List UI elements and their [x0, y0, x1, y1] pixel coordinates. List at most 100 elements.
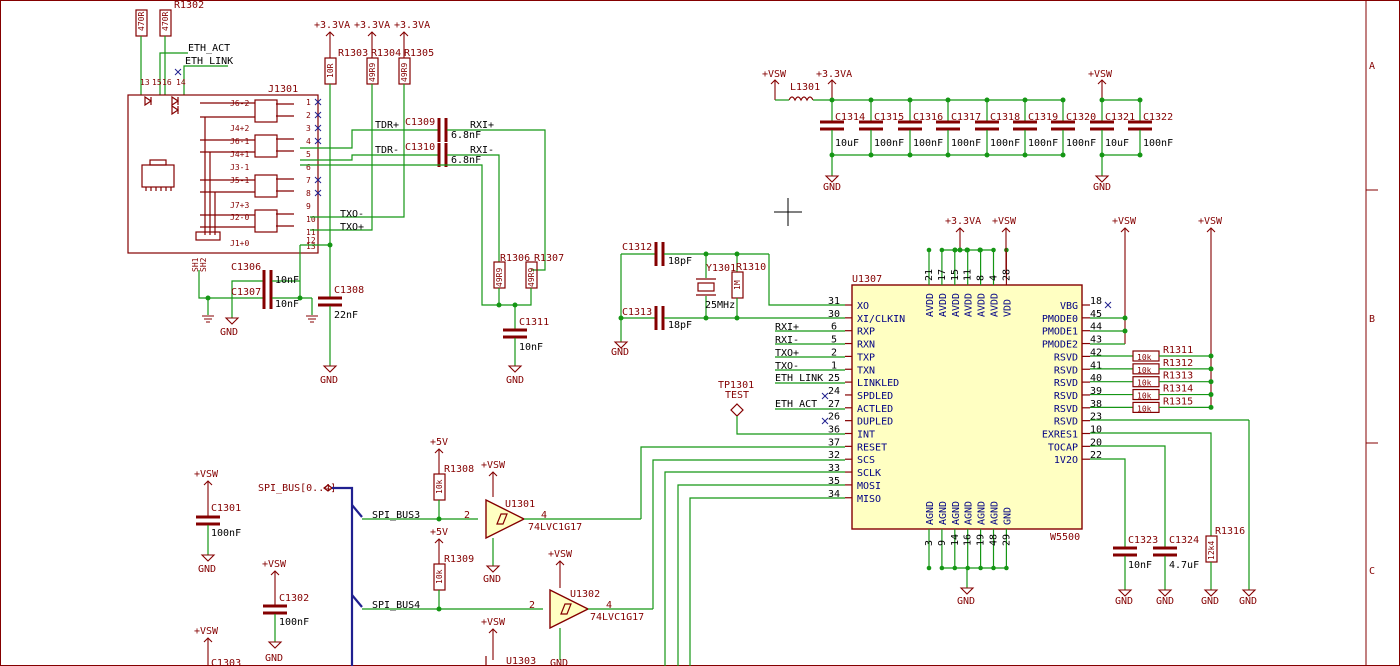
svg-text:2: 2	[529, 600, 535, 611]
r1305-resistor: +3.3VA 49R9 R1305	[310, 20, 434, 218]
svg-text:GND: GND	[198, 564, 216, 575]
u1307-pin-num: 9	[937, 540, 948, 546]
gnd-label-decoupling-2: GND	[1093, 182, 1111, 193]
r1311-ref: R1311	[1163, 345, 1193, 356]
u1307-pin-name: AVDD	[925, 293, 936, 317]
u1307-bottom-ground: GND	[942, 567, 1006, 607]
svg-text:18pF: 18pF	[668, 256, 692, 267]
u1307-right-pins: 18VBG45PMODE044PMODE143PMODE242RSVD41RSV…	[1042, 296, 1102, 466]
svg-text:14: 14	[176, 78, 186, 87]
svg-text:1: 1	[306, 98, 311, 107]
spi-bus-line	[332, 486, 354, 666]
net-label-spi3: SPI_BUS3	[372, 510, 420, 521]
u1307-pin-name: AVDD	[938, 293, 949, 317]
svg-text:100nF: 100nF	[211, 528, 241, 539]
u1307-pin-num: 41	[1090, 360, 1102, 371]
spi-bus-lines	[640, 446, 845, 666]
svg-text:10k: 10k	[435, 569, 444, 584]
svg-text:+VSW: +VSW	[1112, 216, 1137, 227]
decoupling-capacitors: C131410uFC1315100nFC1316100nFC1317100nFC…	[820, 97, 1173, 158]
svg-text:+VSW: +VSW	[481, 460, 506, 471]
r1310-resistor: 1M R1310	[731, 254, 766, 318]
c1316-value: 100nF	[913, 138, 943, 149]
svg-text:4: 4	[306, 137, 311, 146]
svg-text:6.8nF: 6.8nF	[451, 130, 481, 141]
u1307-pin-name: ACTLED	[857, 404, 893, 415]
u1307-pin-name: 1V2O	[1054, 455, 1078, 466]
svg-text:13: 13	[140, 78, 150, 87]
svg-text:+3.3VA: +3.3VA	[354, 20, 390, 31]
u1307-pin-num: 21	[924, 269, 935, 281]
svg-text:GND: GND	[1201, 596, 1219, 607]
svg-text:C1312: C1312	[622, 242, 652, 253]
net-label-spi4: SPI_BUS4	[372, 600, 420, 611]
u1307-right-nets: +VSW +VSW GND	[1090, 216, 1257, 607]
r1301-resistor: 470R	[135, 9, 148, 95]
u1307-pin-num: 36	[828, 425, 840, 436]
r1313-ref: R1313	[1163, 371, 1193, 382]
c1307-capacitor: C1307 10nF	[231, 287, 312, 310]
u1307-pin-name: AGND	[951, 501, 962, 525]
u1307-pin-name: XO	[857, 301, 869, 312]
tp1301-test-point: TP1301 TEST	[718, 380, 845, 435]
svg-text:9: 9	[306, 202, 311, 211]
svg-text:C1311: C1311	[519, 317, 549, 328]
svg-text:16: 16	[162, 78, 172, 87]
svg-text:C1323: C1323	[1128, 535, 1158, 546]
svg-text:+3.3VA: +3.3VA	[394, 20, 430, 31]
svg-text:7: 7	[306, 176, 311, 185]
svg-text:10R: 10R	[326, 63, 335, 78]
svg-text:8: 8	[306, 189, 311, 198]
u1307-pin-name: TOCAP	[1048, 442, 1078, 453]
svg-text:R1308: R1308	[444, 464, 474, 475]
magnetics-transformers	[195, 99, 294, 241]
u1307-pin-num: 1	[831, 360, 837, 371]
r1308-resistor: +5V 10k R1308	[430, 437, 474, 519]
svg-text:11: 11	[306, 228, 316, 237]
svg-text:RXI+: RXI+	[775, 322, 799, 333]
u1307-pin-name: MISO	[857, 494, 881, 505]
svg-text:C1308: C1308	[334, 285, 364, 296]
svg-text:U1301: U1301	[505, 499, 535, 510]
svg-text:J4+2: J4+2	[230, 124, 249, 133]
u1307-pin-num: 3	[924, 540, 935, 546]
r1314-value: 10k	[1137, 392, 1152, 401]
u1307-pin-name: MOSI	[857, 481, 881, 492]
c1322-ref: C1322	[1143, 112, 1173, 123]
u1307-pin-num: 26	[828, 412, 840, 423]
svg-text:TDR-: TDR-	[375, 145, 399, 156]
c1314-ref: C1314	[835, 112, 865, 123]
c1317-value: 100nF	[951, 138, 981, 149]
u1307-pin-num: 35	[828, 476, 840, 487]
svg-text:TEST: TEST	[725, 390, 749, 401]
u1307-pin-num: 19	[976, 534, 987, 546]
u1307-pin-name: RXP	[857, 327, 875, 338]
svg-text:C1302: C1302	[279, 593, 309, 604]
u1307-pin-num: 16	[963, 534, 974, 546]
u1307-pin-num: 15	[950, 269, 961, 281]
svg-text:10nF: 10nF	[519, 342, 543, 353]
r1309-resistor: +5V 10k R1309	[430, 527, 474, 609]
svg-text:4: 4	[541, 510, 547, 521]
c1320-value: 100nF	[1066, 138, 1096, 149]
c1313-capacitor: C1313 18pF	[621, 306, 845, 331]
svg-text:10k: 10k	[435, 479, 444, 494]
c1319-value: 100nF	[1028, 138, 1058, 149]
svg-text:25MHz: 25MHz	[705, 300, 735, 311]
c1318-ref: C1318	[990, 112, 1020, 123]
row-label-c: C	[1369, 566, 1375, 577]
u1302-buffer: +VSW 2 4 U1302 74LVC1G17 GND	[529, 549, 653, 666]
svg-text:J5-1: J5-1	[230, 176, 249, 185]
u1307-pin-name: PMODE2	[1042, 340, 1078, 351]
svg-text:+VSW: +VSW	[1198, 216, 1223, 227]
svg-text:R1309: R1309	[444, 554, 474, 565]
